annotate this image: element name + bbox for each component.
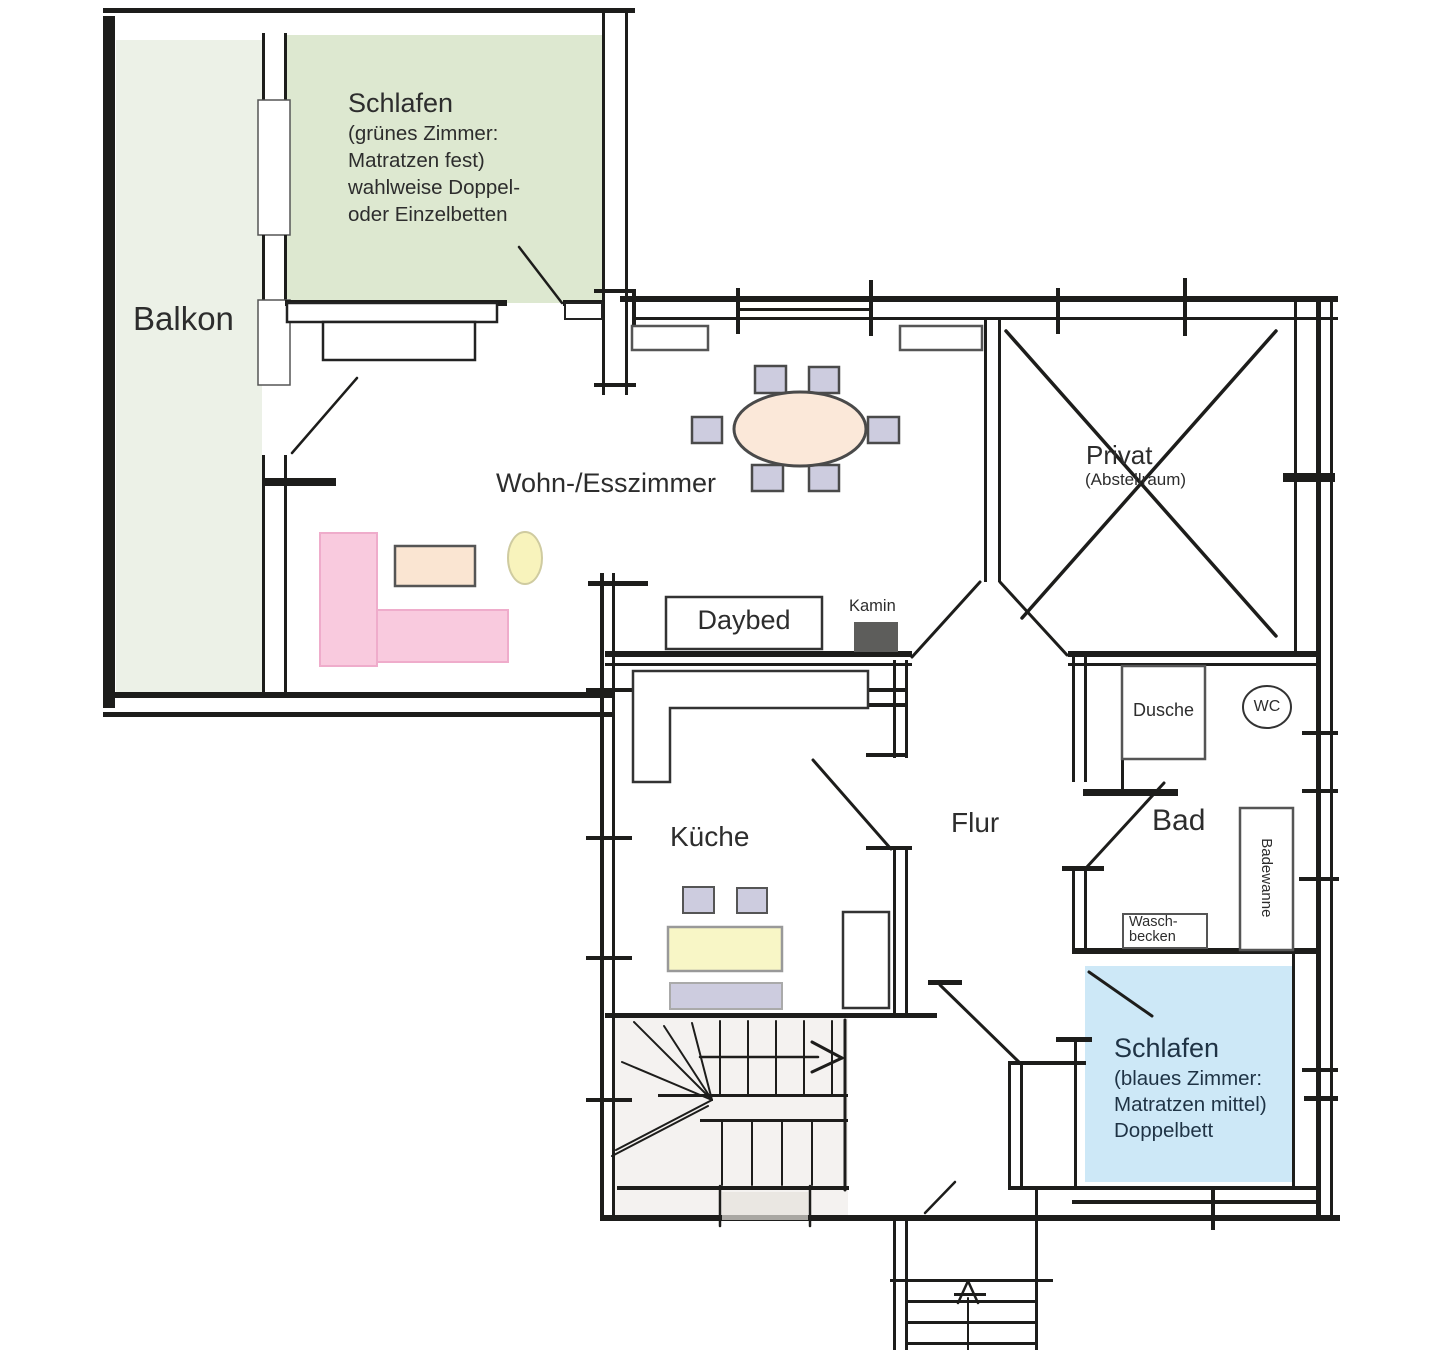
dining-chair [866, 415, 901, 445]
dusche-label: Dusche [1132, 700, 1195, 720]
bad-label: Bad [1152, 804, 1206, 837]
green-room-line1: (grünes Zimmer: [348, 122, 499, 145]
blue-room-line3: Doppelbett [1114, 1119, 1214, 1142]
green-bedroom-area [285, 35, 603, 303]
daybed [664, 595, 824, 651]
kamin-label: Kamin [849, 597, 896, 615]
bathtub [1238, 806, 1295, 952]
dining-set [690, 364, 901, 493]
door-swing-green-room [517, 245, 564, 305]
daybed-label: Daybed [697, 605, 791, 635]
privat-subtitle: (Abstellraum) [1085, 470, 1187, 489]
door-swing-living-room [910, 580, 982, 659]
kitchen-bench [669, 982, 783, 1010]
exterior-staircase [890, 1190, 1053, 1350]
blue-room-line2: Matratzen mittel) [1114, 1093, 1267, 1116]
bathroom-fixtures [1120, 664, 1295, 952]
kitchen-furniture [631, 669, 891, 1010]
dining-chair [753, 364, 788, 395]
green-room-line2: Matratzen fest) [348, 149, 485, 172]
blue-room-title: Schlafen [1114, 1033, 1220, 1063]
door-swing-privat [998, 580, 1069, 657]
green-room-line4: oder Einzelbetten [348, 203, 508, 226]
window-balcony-2 [257, 299, 291, 386]
dining-table [732, 390, 868, 468]
dining-chair [750, 463, 785, 493]
window-balcony-1 [257, 99, 291, 236]
flur-label: Flur [951, 807, 1000, 838]
blue-room-line1: (blaues Zimmer: [1114, 1067, 1263, 1090]
kueche-label: Küche [670, 821, 750, 852]
badewanne-label: Badewanne [1257, 838, 1275, 918]
wc-toilet [1242, 685, 1292, 729]
privat-cross-line-2 [1020, 329, 1278, 620]
staircase [611, 1018, 848, 1228]
green-room-line3: wahlweise Doppel- [348, 176, 521, 199]
kitchen-chair [682, 886, 715, 914]
blue-bedroom-area [1085, 966, 1293, 1182]
wall-ticks [586, 278, 1339, 1230]
walls [103, 8, 1340, 1230]
green-room-title: Schlafen [348, 88, 454, 118]
dining-chair [807, 463, 841, 493]
washbasin [1122, 913, 1208, 949]
living-room-label: Wohn-/Esszimmer [496, 468, 717, 498]
sideboard-right [898, 324, 984, 352]
waschbecken-label-line1: Wasch- [1129, 914, 1178, 930]
balkon-label: Balkon [133, 300, 234, 337]
kamin-fireplace [854, 622, 898, 652]
door-swing-bad [1084, 781, 1166, 870]
dining-chair [807, 365, 841, 395]
door-swing-flur [938, 983, 1023, 1066]
stairwell-area [614, 1018, 848, 1216]
kitchen-chair [736, 887, 768, 914]
wc-label: WC [1253, 698, 1281, 715]
kitchen-table [666, 925, 784, 973]
waschbecken-label-line2: becken [1129, 929, 1176, 945]
sofa-set [319, 531, 543, 667]
side-table [507, 531, 543, 585]
sofa-horizontal [376, 609, 509, 663]
sofa-vertical [319, 532, 378, 667]
coffee-table [393, 544, 477, 588]
door-swing-balcony [290, 376, 359, 455]
dining-chair [690, 415, 724, 445]
door-swing-kitchen [811, 758, 893, 851]
kitchen-counter [631, 669, 870, 784]
bed-green-room [285, 301, 603, 362]
privat-title: Privat [1086, 440, 1153, 470]
balkon-area [116, 40, 262, 692]
sideboard-left [630, 324, 710, 352]
door-swing-blue-room [1087, 970, 1154, 1018]
kitchen-door-leaf [841, 910, 891, 1010]
shower [1120, 664, 1207, 761]
